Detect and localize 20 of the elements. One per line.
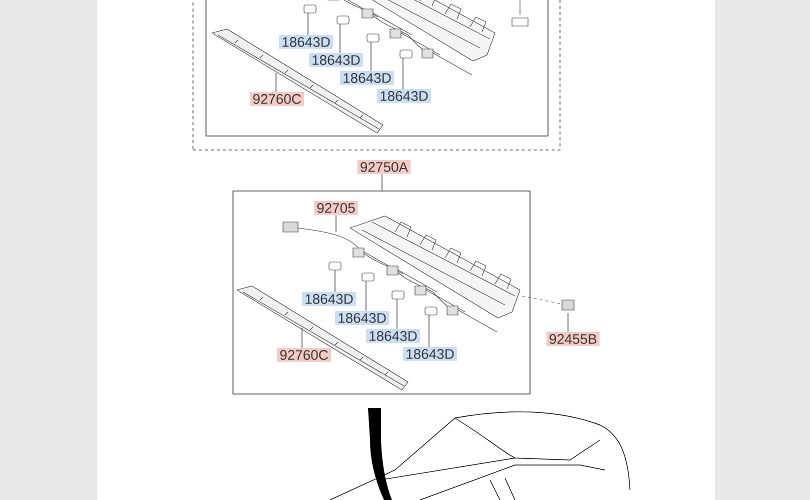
leader-line	[402, 58, 404, 90]
part-number-label: 92705	[314, 201, 358, 215]
part-number-label: 18643D	[377, 89, 431, 103]
leader-line	[370, 42, 372, 72]
part-number-label: 18643D	[403, 347, 457, 361]
dashed-frame	[192, 0, 560, 150]
part-number-label: 18643D	[366, 329, 420, 343]
part-number-label: 18643D	[309, 53, 363, 67]
leader-line	[428, 314, 430, 348]
part-number-label: 18643D	[340, 71, 394, 85]
part-number-label: 92760C	[250, 92, 304, 106]
part-number-label: 18643D	[335, 311, 389, 325]
frame	[232, 190, 530, 394]
part-number-label: 92455B	[546, 332, 600, 346]
part-number-label: 92750A	[357, 160, 411, 174]
leader-line	[334, 270, 336, 292]
leader-line	[396, 298, 398, 330]
part-number-label: 92760C	[277, 348, 331, 362]
part-number-label: 18643D	[279, 35, 333, 49]
part-number-label: 18643D	[302, 292, 356, 306]
